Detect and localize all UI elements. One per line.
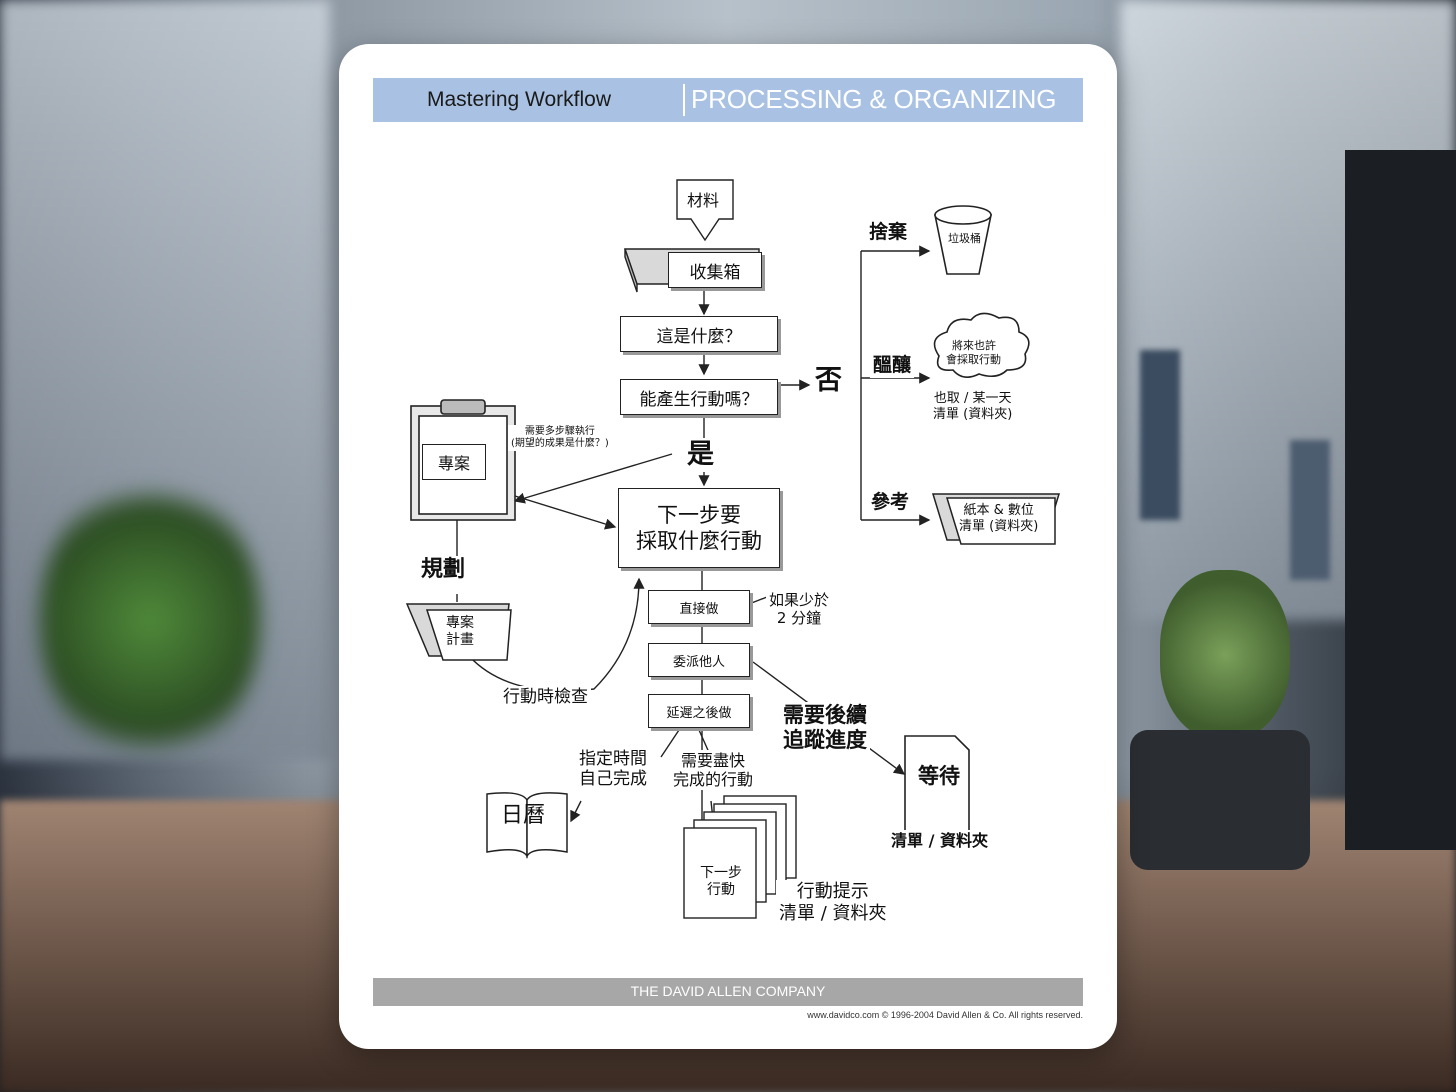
building (1290, 440, 1330, 580)
asap-line-2: 完成的行動 (673, 770, 754, 790)
copyright: www.davidco.com © 1996-2004 David Allen … (807, 1010, 1083, 1020)
multi-step-line-2: (期望的成果是什麼？) (511, 438, 609, 449)
trash-can-icon (934, 205, 992, 275)
delegate-label: 委派他人 (672, 654, 725, 670)
reminders-line-1: 行動提示 (796, 881, 869, 902)
reference-files-line-2: 清單 (資料夾) (959, 518, 1039, 534)
less-than-note: 如果少於 2 分鐘 (766, 590, 833, 628)
next-action-line-2: 採取什麼行動 (636, 529, 762, 553)
trash-label: 垃圾桶 (948, 232, 981, 245)
header-banner: Mastering Workflow PROCESSING & ORGANIZI… (373, 78, 1083, 122)
potted-plant (1160, 570, 1290, 740)
footer-company: THE DAVID ALLEN COMPANY (630, 983, 826, 999)
next-action-node: 下一步要 採取什麼行動 (618, 488, 780, 568)
discard-label: 捨棄 (866, 220, 911, 245)
reference-files: 紙本 & 數位 清單 (資料夾) (956, 502, 1041, 535)
yes-label: 是 (684, 438, 717, 473)
inbox-label: 收集箱 (689, 262, 741, 283)
materials-label: 材料 (686, 191, 719, 210)
next-actions-line-1: 下一步 (700, 865, 742, 881)
next-actions-files-label: 下一步 行動 (697, 864, 745, 900)
header-title-right: PROCESSING & ORGANIZING (691, 84, 1057, 114)
projects-label: 專案 (437, 454, 470, 473)
multi-step-line-1: 需要多步驟執行 (524, 426, 595, 437)
calendar-label: 日曆 (501, 803, 546, 828)
project-plans-line-1: 專案 (446, 615, 474, 631)
calendar-book-icon (486, 792, 568, 859)
someday-list-line-2: 清單 (資料夾) (933, 406, 1013, 422)
project-plans-folder-icon (405, 603, 512, 661)
delegate-node: 委派他人 (648, 643, 750, 677)
followup-line-2: 追蹤進度 (783, 728, 867, 753)
reminders-note: 行動提示 清單 / 資料夾 (776, 880, 890, 926)
incubate-label: 醞釀 (870, 353, 915, 378)
header-separator (683, 84, 685, 116)
someday-list: 也取 / 某一天 清單 (資料夾) (930, 390, 1016, 424)
defer-node: 延遲之後做 (648, 694, 750, 728)
specific-time-note: 指定時間 自己完成 (576, 748, 650, 791)
someday-list-line-1: 也取 / 某一天 (933, 391, 1012, 406)
do-it-label: 直接做 (679, 601, 719, 617)
planning-label: 規劃 (418, 556, 469, 585)
mug (1130, 730, 1310, 870)
what-is-it-label: 這是什麼？ (656, 326, 742, 347)
someday-cloud-line-1: 將來也許 (952, 339, 996, 352)
materials-arrow-shape (676, 179, 734, 242)
actionable-label: 能產生行動嗎？ (639, 389, 759, 410)
header-title-left: Mastering Workflow (427, 88, 611, 111)
cloud-icon (933, 312, 1030, 378)
someday-cloud-line-2: 會採取行動 (946, 353, 1001, 366)
reference-folder-icon (931, 493, 1061, 545)
followup-note: 需要後續 追蹤進度 (780, 702, 870, 755)
building (1140, 350, 1180, 520)
asap-line-1: 需要盡快 (681, 751, 746, 770)
reminders-line-2: 清單 / 資料夾 (779, 902, 887, 924)
project-plans-label: 專案 計畫 (443, 614, 477, 650)
multi-step-note: 需要多步驟執行 (期望的成果是什麼？) (508, 425, 612, 451)
project-plans-line-2: 計畫 (446, 631, 474, 648)
reference-label: 參考 (868, 490, 913, 515)
footer-banner: THE DAVID ALLEN COMPANY (373, 978, 1083, 1006)
actionable-node: 能產生行動嗎？ (620, 379, 778, 415)
materials-node: 材料 (677, 180, 729, 218)
reference-files-line-1: 紙本 & 數位 (963, 503, 1034, 518)
waiting-label: 等待 (918, 764, 960, 788)
next-actions-line-2: 行動 (707, 881, 735, 898)
next-action-line-1: 下一步要 (657, 502, 741, 527)
defer-label: 延遲之後做 (666, 705, 732, 721)
inbox-node: 收集箱 (668, 252, 762, 288)
next-actions-files-icon (683, 795, 797, 919)
waiting-document-icon (904, 735, 970, 833)
less-than-line-1: 如果少於 (769, 591, 830, 609)
plant (40, 470, 260, 770)
waiting-list-label: 清單 / 資料夾 (888, 830, 991, 852)
asap-note: 需要盡快 完成的行動 (670, 750, 757, 791)
followup-line-1: 需要後續 (783, 703, 867, 727)
no-label: 否 (812, 364, 845, 399)
diagram-connectors (405, 179, 1061, 919)
specific-time-line-2: 自己完成 (579, 769, 647, 790)
do-it-node: 直接做 (648, 590, 750, 624)
less-than-line-2: 2 分鐘 (776, 609, 822, 627)
what-is-it-node: 這是什麼？ (620, 316, 778, 352)
specific-time-line-1: 指定時間 (579, 749, 647, 769)
review-label: 行動時檢查 (500, 686, 591, 709)
projects-node: 專案 (422, 444, 486, 480)
monitor (1345, 150, 1456, 850)
